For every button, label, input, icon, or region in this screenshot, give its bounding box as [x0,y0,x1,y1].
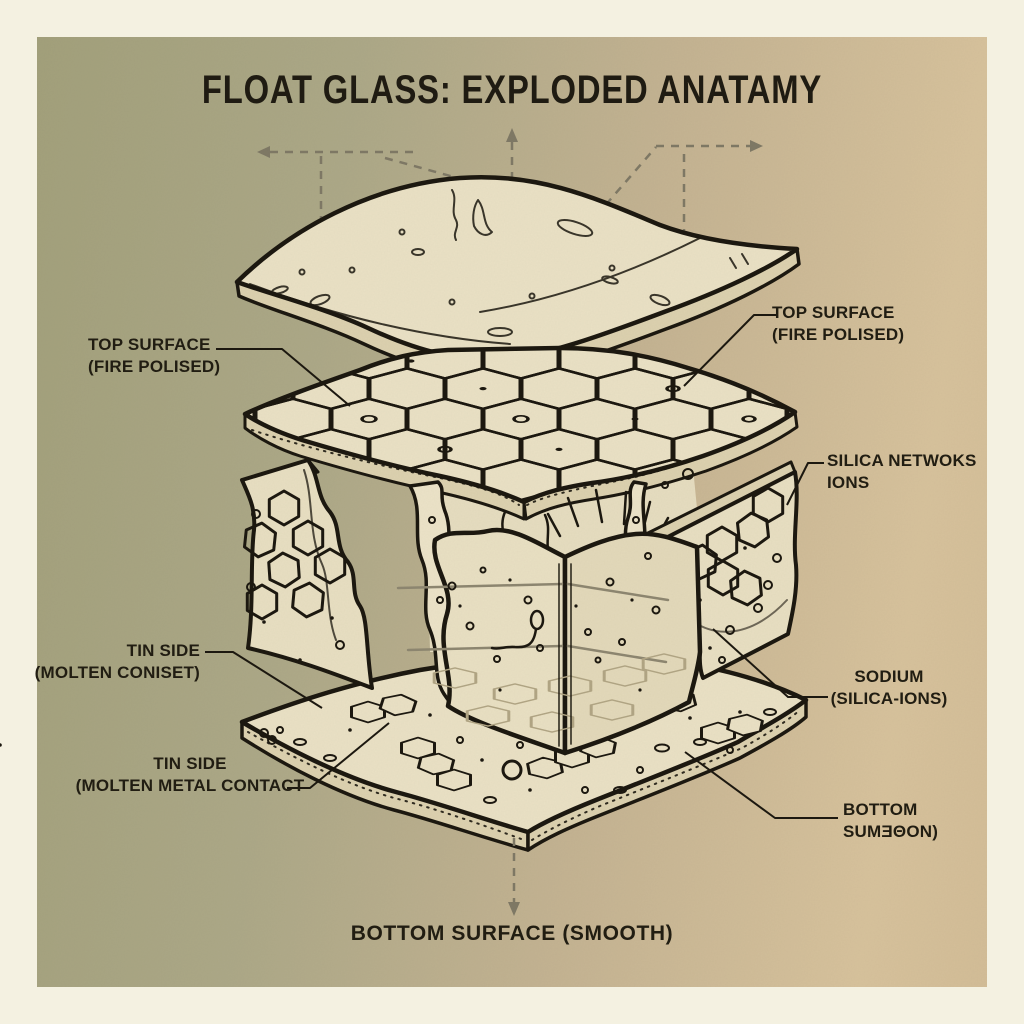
label-sodium: SODIUM (SILICA-IONS) [829,666,949,711]
label-line: IONS [827,473,870,493]
label-line: TIN SIDE [153,754,227,773]
label-line: (FIRE POLISED) [772,325,905,345]
paper-grain [37,37,987,987]
label-line: (SILICA-IONS) [830,689,948,709]
label-tin-side-lower: TIN SIDE (MOLTEN METAL CONTACT [55,753,325,798]
label-line: SODIUM [854,667,924,686]
label-line: TIN SIDE [126,641,200,660]
label-line: (MOLTEN CONISET) [34,663,200,683]
label-line: SILICA NETWOKS [827,451,977,470]
label-line: (FIRE POLISED) [88,357,221,377]
label-line: SUMƎΘON) [843,822,939,842]
label-line: TOP SURFACE [772,303,895,322]
label-tin-side-upper: TIN SIDE (MOLTEN CONISET) [28,640,200,685]
page-title: FLOAT GLASS: EXPLODED ANATAMY [201,68,823,112]
label-top-surface-right: TOP SURFACE (FIRE POLISED) [772,302,904,347]
label-line: TOP SURFACE [88,335,211,354]
label-bottom-surface-right: BOTTOM SUMƎΘON) [843,799,938,844]
label-silica-network: SILICA NETWOKS IONS [827,450,977,495]
label-line: (MOLTEN METAL CONTACT [75,776,305,796]
bottom-caption: BOTTOM SURFACE (SMOOTH) [350,922,674,945]
label-line: BOTTOM [843,800,918,819]
label-top-surface-left: TOP SURFACE (FIRE POLISED) [88,334,220,379]
